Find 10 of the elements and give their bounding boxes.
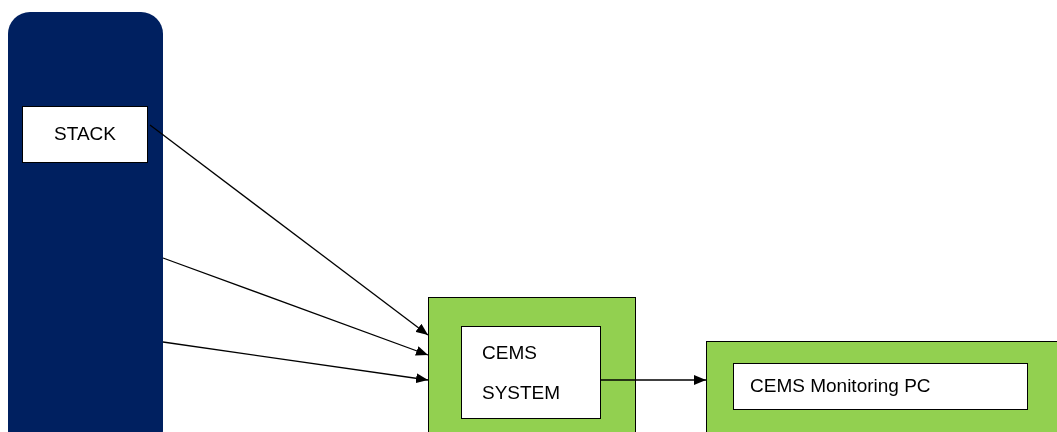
system-frame: [428, 297, 636, 432]
label-box: CEMS Monitoring PC: [733, 363, 1028, 410]
system-frame: [706, 341, 1057, 432]
arrow: [162, 341, 429, 384]
label-box: STACK: [22, 106, 148, 163]
arrow: [162, 257, 429, 356]
arrow: [149, 124, 429, 336]
label-box: CEMS SYSTEM: [461, 326, 601, 419]
stack-band: [8, 12, 163, 432]
arrow: [599, 375, 707, 385]
